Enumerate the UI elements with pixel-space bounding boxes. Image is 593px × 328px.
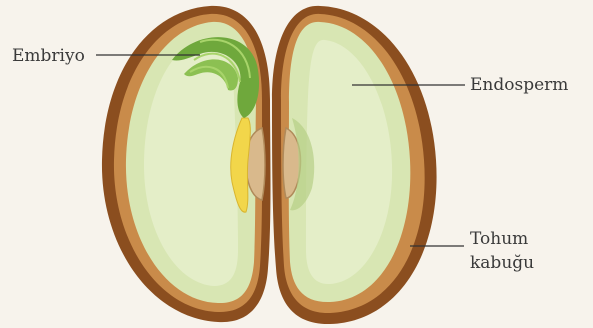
seed-coat-label-line2: kabuğu bbox=[470, 252, 534, 274]
endosperm-label: Endosperm bbox=[470, 74, 568, 96]
embryo-label: Embriyo bbox=[12, 45, 85, 67]
seed-coat-label-line1: Tohum bbox=[470, 228, 528, 250]
